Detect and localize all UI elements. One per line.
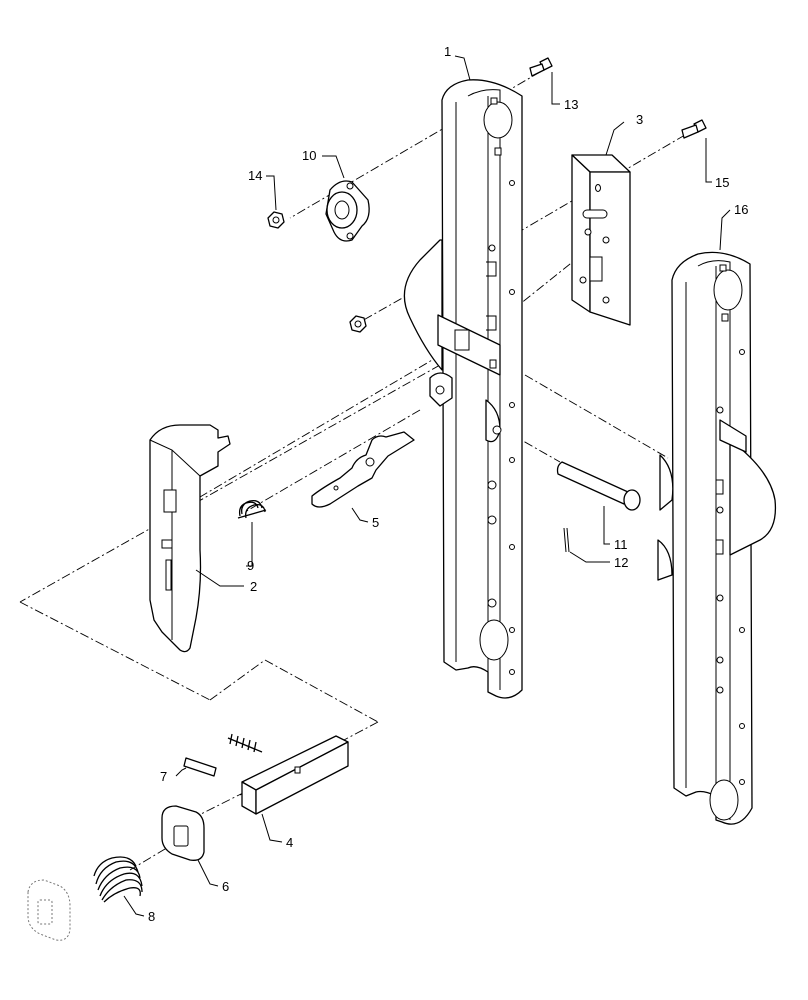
part-15-bolt [681,119,707,139]
callout-1: 1 [444,44,451,59]
part-13-bolt [529,57,553,77]
part-2-latch-bracket [149,424,231,653]
callout-7: 7 [160,769,167,784]
nut-on-rail [349,315,367,333]
callout-5: 5 [372,515,379,530]
part-4-bar [241,735,349,815]
part-14-nut [267,211,285,229]
callout-16: 16 [734,202,748,217]
callout-2: 2 [250,579,257,594]
callout-8: 8 [148,909,155,924]
ghost-cap [27,879,71,941]
callout-3: 3 [636,112,643,127]
part-12-cotter-pin [563,527,570,553]
callout-11: 11 [614,537,628,552]
callouts: 1 13 3 15 16 10 14 5 9 2 11 12 7 4 6 8 [148,44,748,924]
callout-12: 12 [614,555,628,570]
part-1-main-rail [403,79,523,699]
callout-4: 4 [286,835,293,850]
part-8-coil-spring [93,856,143,903]
part-5-lever [311,431,415,508]
part-7-roll-pin [183,757,217,777]
part-6-washer [161,805,205,861]
part-10-flange-bearing [325,180,370,242]
callout-9: 9 [247,558,254,573]
leader-lines [123,55,731,917]
callout-6: 6 [222,879,229,894]
part-16-second-rail [657,251,777,825]
part-11-pin [556,461,641,511]
small-spring [227,733,263,753]
part-9-spring [237,500,267,519]
callout-10: 10 [302,148,316,163]
callout-15: 15 [715,175,729,190]
callout-14: 14 [248,168,262,183]
callout-13: 13 [564,97,578,112]
part-3-plate [571,154,631,326]
